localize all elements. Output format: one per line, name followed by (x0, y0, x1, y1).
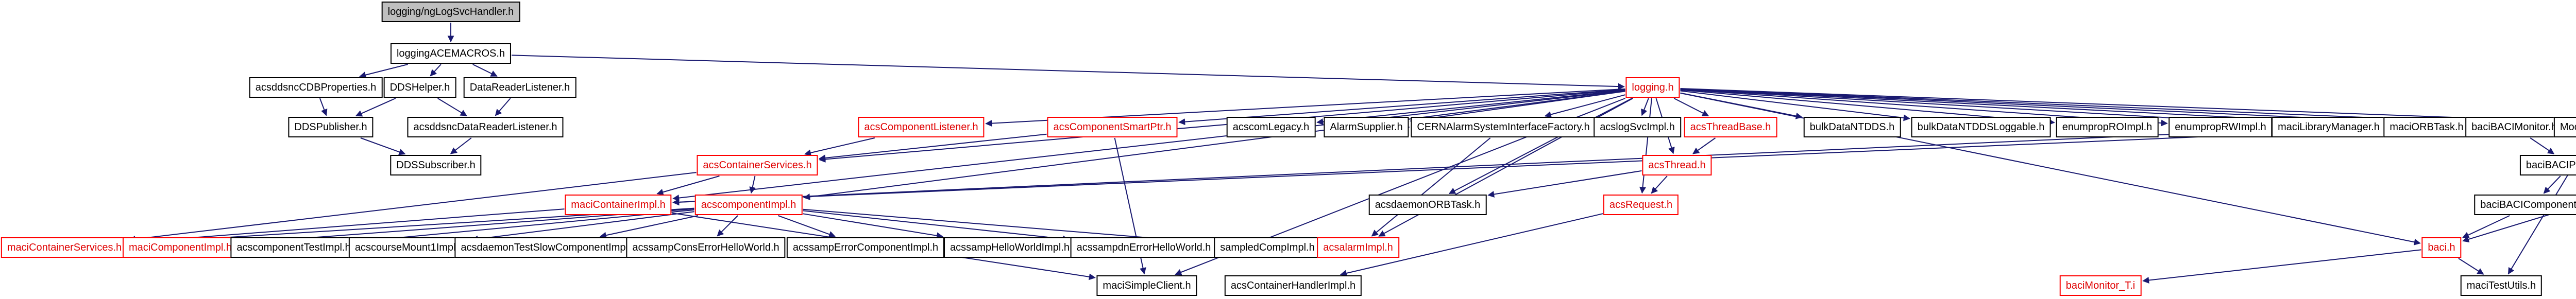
edge-n9-n25 (804, 137, 875, 156)
edge-n3-n7 (437, 98, 467, 116)
edge-n29-n34 (128, 208, 565, 245)
edge-n30-n39 (717, 215, 738, 237)
node-macicontainerservices-h[interactable]: maciContainerServices.h (1, 237, 128, 258)
node-ddshelper-h[interactable]: DDSHelper.h (383, 77, 456, 98)
node-datareaderlistener-h[interactable]: DataReaderListener.h (463, 77, 577, 98)
node-acsrequest-h[interactable]: acsRequest.h (1603, 195, 1679, 215)
node-bacimonitor-t-i[interactable]: baciMonitor_T.i (2059, 275, 2142, 296)
edge-n13-n44 (1371, 137, 1491, 237)
node-maciorbtask-h[interactable]: maciORBTask.h (2383, 117, 2470, 137)
node-bacibaciproperty-h[interactable]: baciBACIProperty.h (2519, 155, 2576, 175)
node-acsalarmimpl-h[interactable]: acsalarmImpl.h (1317, 237, 1399, 258)
edge-n30-n41 (803, 213, 943, 239)
edge-n30-n37 (471, 211, 694, 242)
edge-n30-n42 (803, 210, 1070, 242)
edge-n10-n25 (819, 133, 1047, 162)
edge-n5-n10 (1178, 89, 1625, 126)
node-baci-h[interactable]: baci.h (2421, 237, 2462, 258)
edge-n26-n31 (1487, 170, 1642, 198)
node-acscomponenttestimpl-h[interactable]: acscomponentTestImpl.h (230, 237, 357, 258)
edge-n5-n13 (1544, 94, 1625, 118)
node-acscomponentsmartptr-h[interactable]: acsComponentSmartPtr.h (1047, 117, 1178, 137)
edge-n7-n8 (450, 137, 472, 154)
edge-n21-n29 (672, 128, 2383, 206)
node-enumproprwimpl-h[interactable]: enumpropRWImpl.h (2168, 117, 2273, 137)
edge-n22-n27 (2530, 137, 2555, 154)
node-acslogsvcimpl-h[interactable]: acslogSvcImpl.h (1594, 117, 1681, 137)
edge-n5-n15 (1673, 98, 1709, 116)
edge-n1-n2 (359, 64, 408, 78)
node-enumproproimpl-h[interactable]: enumpropROImpl.h (2056, 117, 2159, 137)
node-mockmanager-h[interactable]: MockManager.h (2553, 117, 2576, 137)
node-acscontainerhandlerimpl-h[interactable]: acsContainerHandlerImpl.h (1224, 275, 1362, 296)
edge-n20-n29 (672, 129, 2272, 206)
node-macicontainerimpl-h[interactable]: maciContainerImpl.h (565, 195, 672, 215)
edge-n15-n26 (1692, 137, 1716, 154)
node-acsddsncdatareaderlistener-h[interactable]: acsddsncDataReaderListener.h (407, 117, 564, 137)
edge-n4-n7 (495, 98, 511, 116)
node-alarmsupplier-h[interactable]: AlarmSupplier.h (1324, 117, 1409, 137)
node-loggingacemacros-h[interactable]: loggingACEMACROS.h (390, 43, 512, 64)
node-acssampconserrorhelloworld-h[interactable]: acssampConsErrorHelloWorld.h (626, 237, 786, 258)
node-bacibacimonitor-h[interactable]: baciBACIMonitor.h (2465, 117, 2563, 137)
node-acscomlegacy-h[interactable]: acscomLegacy.h (1226, 117, 1316, 137)
edge-n26-n32 (1651, 175, 1668, 194)
edge-n25-n29 (656, 175, 720, 196)
edge-n30-n40 (778, 215, 836, 238)
edge-n5-n32 (1639, 98, 1652, 194)
node-logging-h[interactable]: logging.h (1625, 77, 1680, 98)
edge-n45-n49 (2458, 258, 2484, 275)
edge-n27-n33 (2543, 175, 2561, 194)
node-macicomponentimpl-h[interactable]: maciComponentImpl.h (122, 237, 239, 258)
node-acsthreadbase-h[interactable]: acsThreadBase.h (1684, 117, 1777, 137)
edge-n1-n3 (430, 64, 442, 77)
edge-n5-n25 (819, 89, 1625, 163)
node-acscontainerservices-h[interactable]: acsContainerServices.h (697, 155, 818, 175)
edge-n6-n8 (360, 137, 406, 155)
node-bulkdatantddsloggable-h[interactable]: bulkDataNTDDSLoggable.h (1911, 117, 2051, 137)
node-sampledcompimpl-h[interactable]: sampledCompImpl.h (1214, 237, 1321, 258)
edge-n32-n47 (1340, 213, 1603, 277)
edge-n5-n29 (672, 90, 1625, 202)
edge-n2-n6 (319, 98, 328, 116)
node-acssamperrorcomponentimpl-h[interactable]: acssampErrorComponentImpl.h (786, 237, 945, 258)
node-acscoursemount1impl-h[interactable]: acscourseMount1Impl.h (348, 237, 471, 258)
edge-n33-n45 (2462, 215, 2510, 238)
edge-n30-n38 (599, 215, 699, 239)
node-logging-nglogsvchandler-h: logging/ngLogSvcHandler.h (381, 2, 520, 22)
node-macisimpleclient-h[interactable]: maciSimpleClient.h (1096, 275, 1197, 296)
node-cernalarmsysteminterfacefactory-h[interactable]: CERNAlarmSystemInterfaceFactory.h (1411, 117, 1596, 137)
node-acssampdnerrorhelloworld-h[interactable]: acssampdnErrorHelloWorld.h (1070, 237, 1217, 258)
edge-n5-n17 (1680, 90, 1910, 121)
node-bulkdatantdds-h[interactable]: bulkDataNTDDS.h (1803, 117, 1901, 137)
node-acssamphelloworldimpl-h[interactable]: acssampHelloWorldImpl.h (944, 237, 1076, 258)
node-ddspublisher-h[interactable]: DDSPublisher.h (288, 117, 374, 137)
edge-n5-n14 (1641, 98, 1649, 116)
edge-n45-n48 (2142, 249, 2421, 284)
node-bacibacicomponent-h[interactable]: baciBACIComponent.h (2474, 195, 2576, 215)
edge-n25-n34 (128, 172, 697, 243)
node-acscomponentimpl-h[interactable]: acscomponentImpl.h (694, 195, 803, 215)
node-acsddsnccdbproperties-h[interactable]: acsddsncCDBProperties.h (249, 77, 383, 98)
node-macilibrarymanager-h[interactable]: maciLibraryManager.h (2272, 117, 2386, 137)
node-acsthread-h[interactable]: acsThread.h (1642, 155, 1712, 175)
edge-n3-n6 (355, 98, 396, 117)
edge-n30-n36 (358, 209, 694, 244)
edge-n5-n31 (1448, 98, 1633, 194)
node-macitestutils-h[interactable]: maciTestUtils.h (2460, 275, 2543, 296)
node-acscomponentlistener-h[interactable]: acsComponentListener.h (858, 117, 985, 137)
node-acsdaemonorbtask-h[interactable]: acsdaemonORBTask.h (1368, 195, 1487, 215)
node-ddssubscriber-h[interactable]: DDSSubscriber.h (390, 155, 482, 175)
node-acsdaemontestslowcomponentimpl-h[interactable]: acsdaemonTestSlowComponentImpl.h (454, 237, 643, 258)
edge-n5-n30 (803, 91, 1625, 200)
edge-n1-n4 (472, 64, 498, 77)
edge-n25-n30 (749, 175, 756, 194)
edge-n1-n5 (511, 55, 1625, 90)
